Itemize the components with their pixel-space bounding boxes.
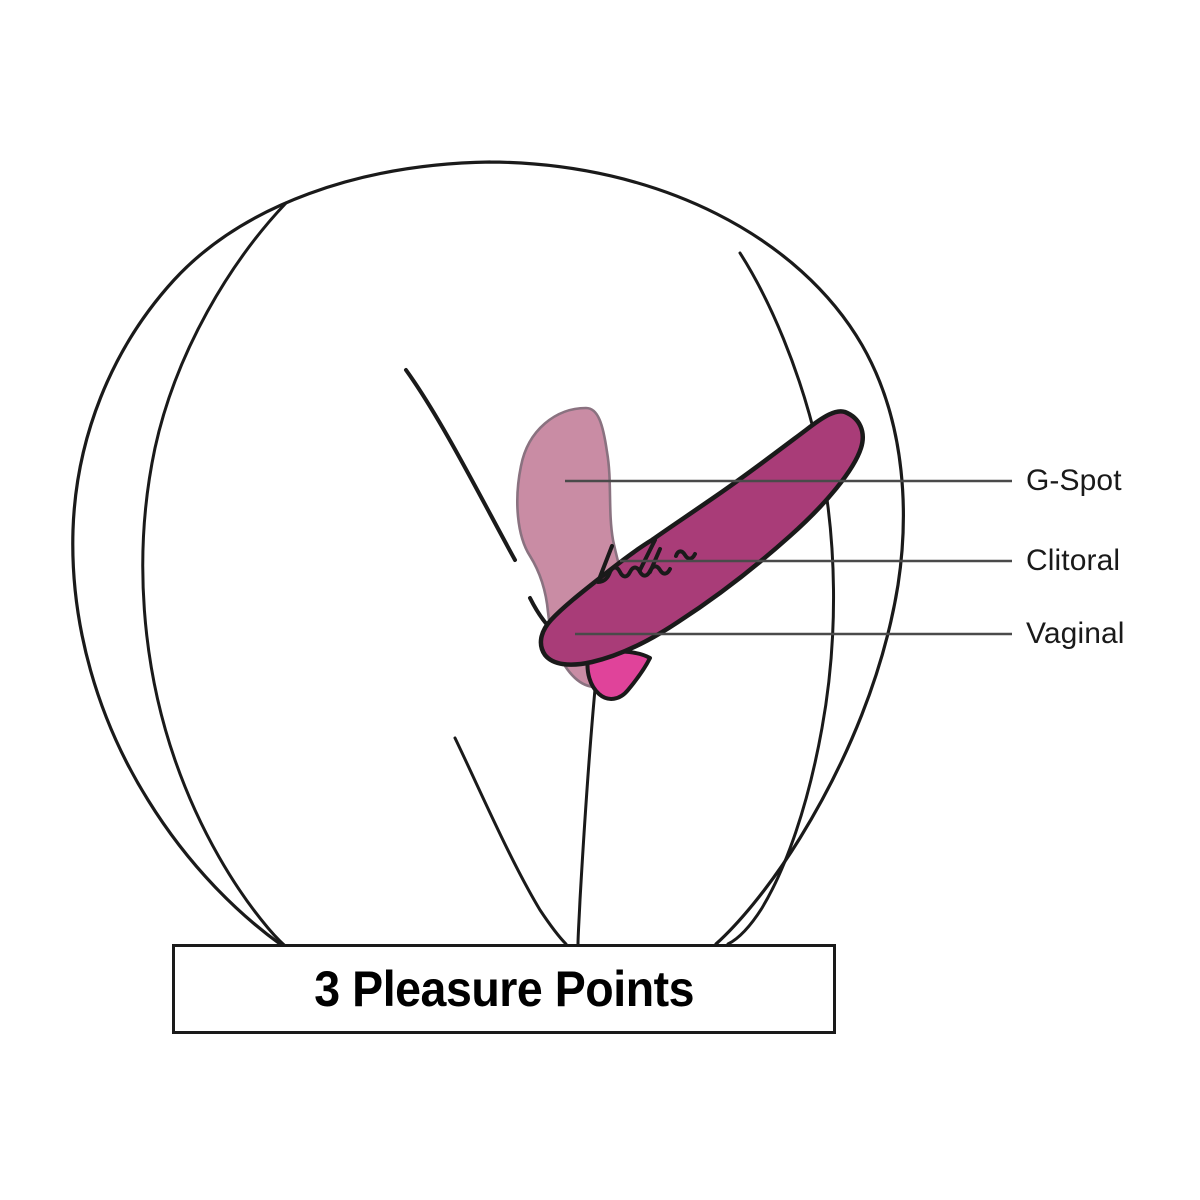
leader-lines-group bbox=[565, 479, 1012, 636]
body-outline-group bbox=[71, 160, 905, 968]
main-shaft bbox=[538, 409, 865, 667]
inner-hip-contour-left bbox=[141, 201, 318, 968]
callout-label-vaginal: Vaginal bbox=[1026, 617, 1125, 650]
thigh-line-right bbox=[576, 666, 599, 946]
page-title: 3 Pleasure Points bbox=[314, 961, 694, 1017]
inner-hip-contour-right bbox=[726, 251, 836, 946]
title-box: 3 Pleasure Points bbox=[172, 944, 836, 1034]
abdomen-curve bbox=[404, 368, 517, 562]
body-hip-outline bbox=[71, 160, 905, 946]
thigh-line-left bbox=[453, 736, 568, 946]
callout-label-gspot: G-Spot bbox=[1026, 464, 1122, 497]
callout-label-clitoral: Clitoral bbox=[1026, 544, 1121, 577]
main-shaft-group bbox=[538, 409, 865, 701]
